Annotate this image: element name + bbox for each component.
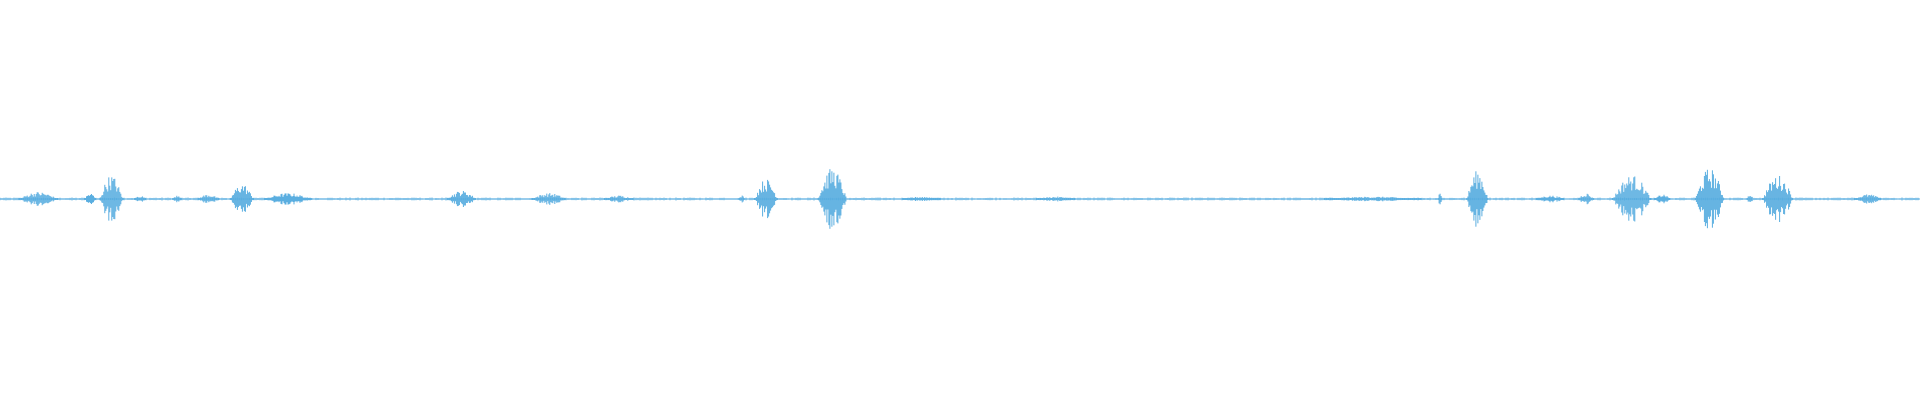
waveform-bars — [0, 169, 1919, 229]
